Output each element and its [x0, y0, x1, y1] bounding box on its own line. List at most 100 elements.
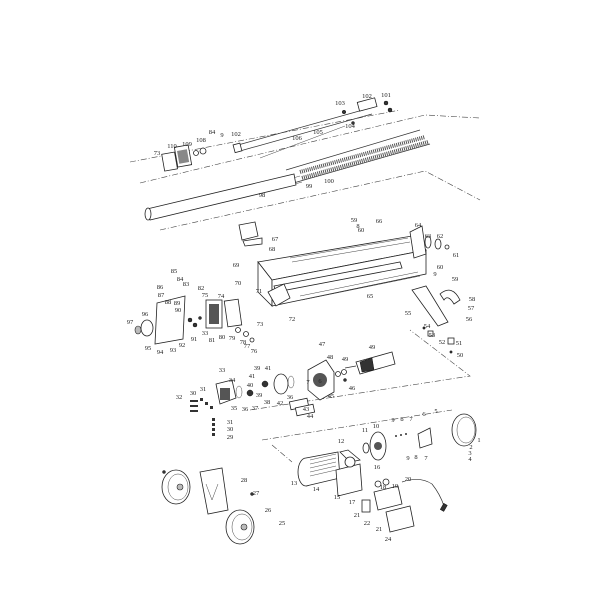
- part-label: 72: [288, 315, 296, 323]
- part-label: 9: [220, 131, 224, 139]
- main-beam: [238, 221, 450, 307]
- part-label: 34: [228, 376, 236, 384]
- part-label: 103: [335, 99, 345, 107]
- part-label: 49: [341, 355, 349, 363]
- part-label: 24: [384, 535, 392, 543]
- part-label: 14: [312, 485, 320, 493]
- part-label: 62: [436, 232, 444, 240]
- part-label: 33: [218, 366, 226, 374]
- part-label: 15: [333, 493, 341, 501]
- part-label: 39: [253, 364, 261, 372]
- part-label: 110: [167, 142, 177, 150]
- part-label: 71: [255, 287, 263, 295]
- part-label: 93: [169, 346, 177, 354]
- part-label: 17: [348, 498, 356, 506]
- part-label: 36: [286, 393, 294, 401]
- part-label: 59: [350, 216, 358, 224]
- part-label: 8: [414, 453, 418, 461]
- part-label: 54: [423, 322, 431, 330]
- part-label: 19: [391, 482, 399, 490]
- pump-assembly: [273, 351, 396, 417]
- part-label: 8: [356, 222, 360, 230]
- part-label: 9: [406, 454, 410, 462]
- part-label: 106: [292, 134, 302, 142]
- part-label: 13: [290, 479, 298, 487]
- part-label: 99: [305, 182, 313, 190]
- part-label: 66: [375, 217, 383, 225]
- part-label: 20: [404, 475, 412, 483]
- part-label: 12: [337, 437, 345, 445]
- part-label: 2: [469, 443, 473, 451]
- part-label: 39: [255, 391, 263, 399]
- part-label: 6: [422, 410, 426, 418]
- part-label: 9: [391, 416, 395, 424]
- part-label: 101: [381, 91, 391, 99]
- part-label: 82: [197, 284, 205, 292]
- part-label: 47: [318, 340, 326, 348]
- part-label: 16: [373, 463, 381, 471]
- part-label: 59: [451, 275, 459, 283]
- part-label: 1: [477, 436, 481, 444]
- wheel-assembly: [161, 467, 255, 545]
- part-label: 31: [199, 385, 207, 393]
- support-leg: [411, 285, 461, 354]
- part-label: 81: [208, 336, 216, 344]
- part-label: 104: [345, 122, 355, 130]
- part-label: 27: [252, 489, 260, 497]
- part-label: 69: [232, 261, 240, 269]
- part-label: 85: [170, 267, 178, 275]
- part-label: 97: [126, 318, 134, 326]
- part-label: 41: [264, 364, 272, 372]
- part-label: 7: [306, 378, 310, 386]
- part-label: 18: [379, 483, 387, 491]
- part-label: 79: [228, 334, 236, 342]
- valve-parts: [190, 379, 269, 436]
- part-label: 4: [468, 455, 472, 463]
- cylinder-tube: [232, 97, 393, 159]
- part-label: 55: [404, 309, 412, 317]
- piston-head: [161, 144, 207, 172]
- part-label: 58: [468, 295, 476, 303]
- part-label: 49: [368, 343, 376, 351]
- part-label: 92: [178, 341, 186, 349]
- part-label: 44: [306, 412, 314, 420]
- part-label: 102: [231, 130, 241, 138]
- switch-box: [361, 478, 448, 533]
- part-label: 21: [353, 511, 361, 519]
- part-label: 87: [157, 291, 165, 299]
- part-label: 28: [240, 476, 248, 484]
- part-label: 9: [433, 270, 437, 278]
- part-label: 46: [348, 384, 356, 392]
- part-label: 68: [268, 245, 276, 253]
- part-label: 42: [276, 399, 284, 407]
- part-label: 48: [326, 353, 334, 361]
- part-label: 53: [428, 331, 436, 339]
- part-label: 7: [424, 454, 428, 462]
- part-label: 8: [400, 415, 404, 423]
- part-label: 74: [217, 292, 225, 300]
- part-label: 43: [302, 405, 310, 413]
- part-label: 95: [144, 344, 152, 352]
- control-valve-assembly: [134, 295, 255, 345]
- part-label: 29: [226, 433, 234, 441]
- part-label: 98: [258, 191, 266, 199]
- part-label: 31: [226, 418, 234, 426]
- part-label: 84: [176, 275, 184, 283]
- part-label: 50: [456, 351, 464, 359]
- part-label: 30: [189, 389, 197, 397]
- electric-motor: [297, 413, 477, 497]
- part-label: 83: [182, 280, 190, 288]
- part-label: 78: [239, 338, 247, 346]
- part-label: 30: [226, 425, 234, 433]
- return-spring: [285, 129, 431, 187]
- part-label: 65: [366, 292, 374, 300]
- part-label: 73: [153, 149, 161, 157]
- part-label: 33: [201, 329, 209, 337]
- part-label: 37: [251, 404, 259, 412]
- part-label: 76: [250, 347, 258, 355]
- part-label: 89: [173, 299, 181, 307]
- part-label: 6: [318, 377, 322, 385]
- part-label: 61: [452, 251, 460, 259]
